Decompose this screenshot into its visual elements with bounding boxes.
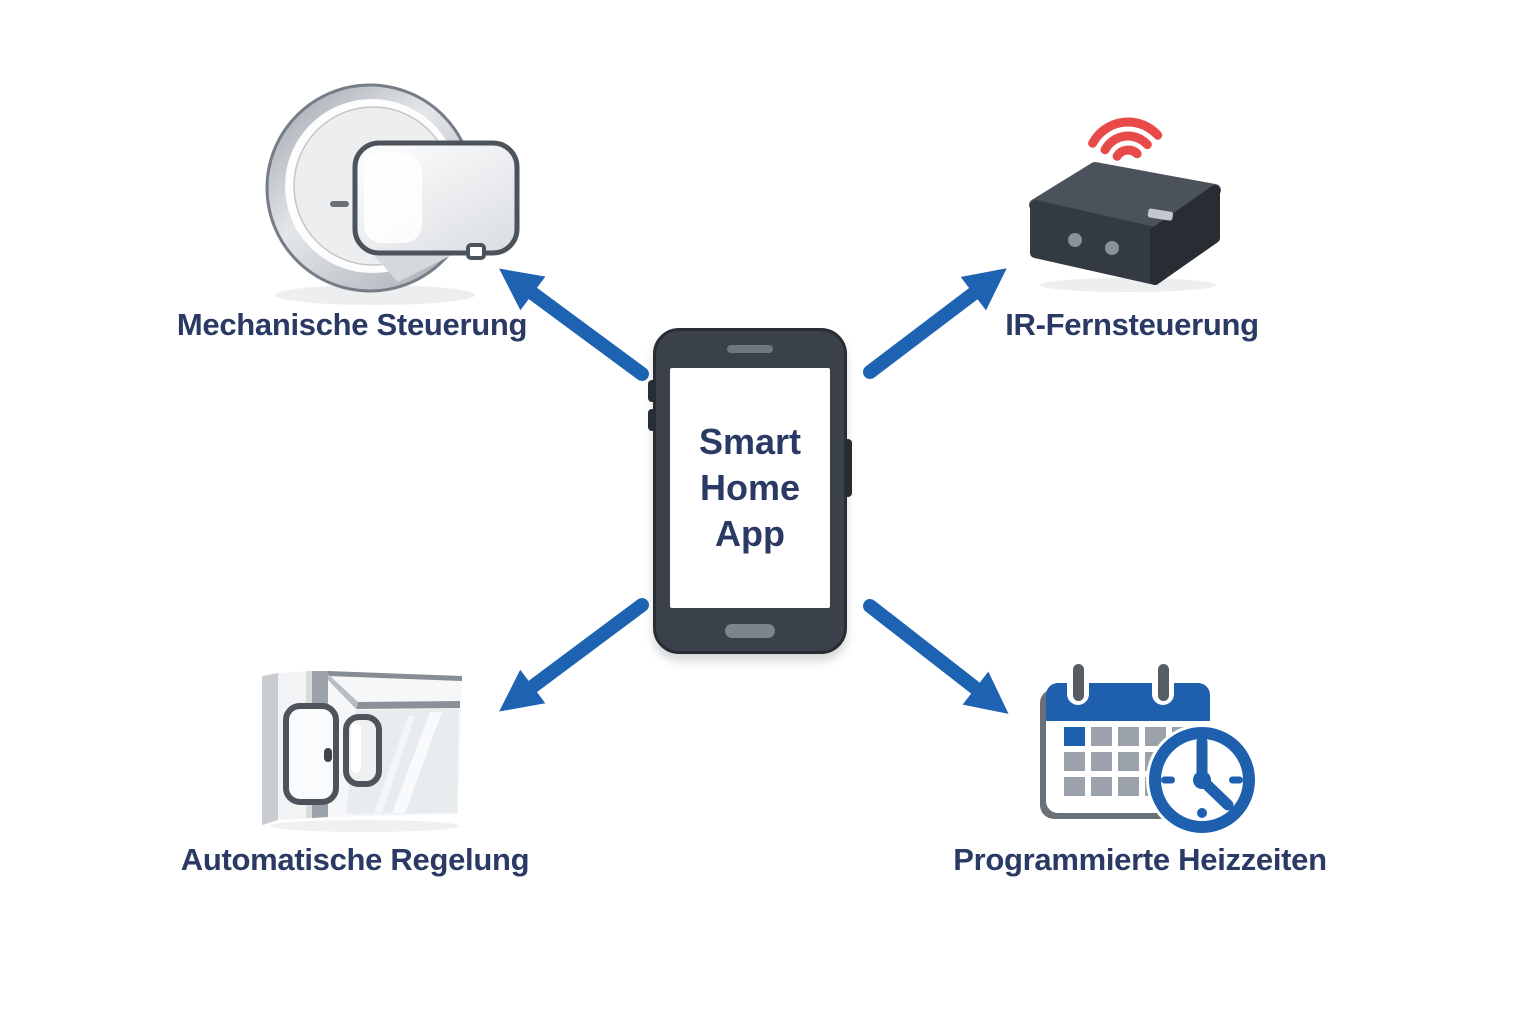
label-programmierte-heizzeiten: Programmierte Heizzeiten (953, 842, 1327, 877)
label-automatische-regelung: Automatische Regelung (180, 842, 530, 877)
arrow-to-ir-fernsteuerung (863, 268, 1007, 379)
phone-speaker (727, 345, 773, 353)
calendar-rings (1067, 659, 1174, 705)
arrow-to-automatische-regelung (499, 598, 649, 712)
arrow-to-programmierte-heizzeiten (863, 599, 1009, 714)
label-mechanische-steuerung: Mechanische Steuerung (176, 307, 528, 342)
phone-power-button (844, 439, 852, 497)
smartphone: Smart Home App (648, 328, 852, 654)
ir-gateway-icon (1029, 117, 1221, 292)
clock-icon (1146, 724, 1258, 836)
window-contact-sensor-icon (262, 671, 462, 832)
phone-volume-button (648, 409, 656, 431)
label-ir-fernsteuerung: IR-Fernsteuerung (1005, 307, 1259, 342)
phone-screen: Smart Home App (670, 368, 830, 608)
phone-volume-button (648, 380, 656, 402)
arrow-to-mechanische-steuerung (499, 268, 649, 381)
calendar-clock-icon (1040, 659, 1258, 836)
phone-home-button (725, 624, 775, 638)
app-title: Smart Home App (698, 421, 802, 554)
thermostat-knob-icon (265, 83, 520, 305)
wifi-signal-icon (1088, 117, 1163, 161)
